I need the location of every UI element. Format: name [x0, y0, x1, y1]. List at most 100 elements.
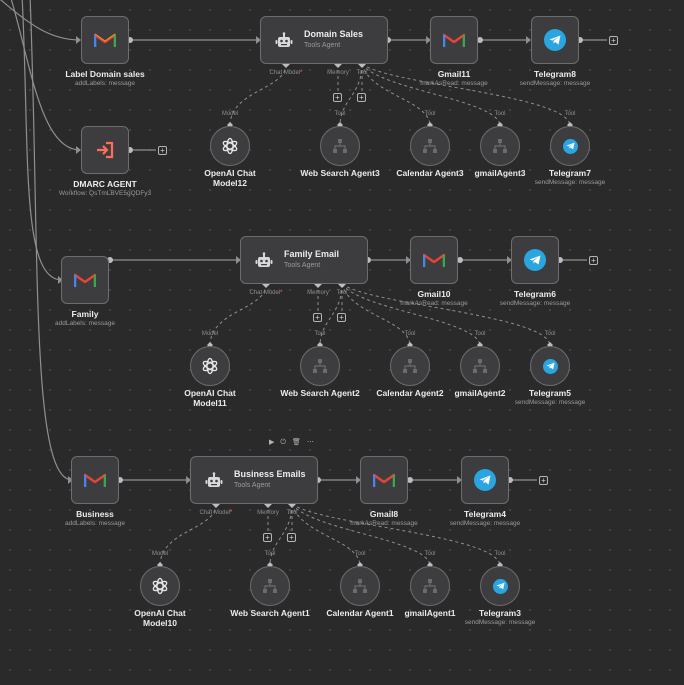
gmail11-caption: Gmail11 markAsRead: message: [420, 69, 488, 87]
openai-chat-model-caption: OpenAI Chat Model12: [204, 168, 256, 188]
tool-port-label: Tool: [494, 551, 506, 557]
openai-chat-model-caption: OpenAI Chat Model10: [134, 608, 186, 628]
calendar-agent-node[interactable]: [390, 346, 430, 386]
web-search-agent-caption: Web Search Agent2: [280, 388, 360, 398]
add-tool-button[interactable]: +: [337, 313, 346, 322]
model-port-label: Model: [201, 331, 219, 337]
openai-chat-model-node[interactable]: [210, 126, 250, 166]
model-port-label: Model: [151, 551, 169, 557]
add-memory-button[interactable]: +: [313, 313, 322, 322]
telegram-icon: [542, 358, 558, 374]
openai-icon: [222, 137, 238, 155]
trash-icon[interactable]: 🗑: [291, 439, 301, 446]
web-search-agent-caption: Web Search Agent3: [300, 168, 380, 178]
gmail-node-business[interactable]: [71, 456, 119, 504]
openai-icon: [202, 357, 218, 375]
gmail-node-family[interactable]: [61, 256, 109, 304]
sub-workflow-icon: [423, 139, 437, 153]
agent-title: Business Emails: [234, 469, 306, 479]
telegram-icon: [492, 578, 508, 594]
sub-workflow-icon: [493, 139, 507, 153]
telegram-tool-node[interactable]: [550, 126, 590, 166]
node-hover-toolbar: ▶ ⏻ 🗑 ⋯: [269, 438, 320, 447]
add-node-button[interactable]: +: [589, 256, 598, 265]
openai-chat-model-caption: OpenAI Chat Model11: [184, 388, 236, 408]
gmail-agent-node[interactable]: [410, 566, 450, 606]
sub-workflow-icon: [353, 579, 367, 593]
web-search-agent-node[interactable]: [320, 126, 360, 166]
add-node-button[interactable]: +: [158, 146, 167, 155]
robot-icon: [205, 472, 223, 487]
tool-port-label: Tool: [564, 111, 576, 117]
telegram-icon: [524, 249, 546, 271]
sub-workflow-icon: [473, 359, 487, 373]
tool-port-label: Tool: [494, 111, 506, 117]
robot-icon: [275, 32, 293, 47]
more-icon[interactable]: ⋯: [306, 439, 314, 446]
telegram-tool-node[interactable]: [480, 566, 520, 606]
add-tool-button[interactable]: +: [357, 93, 366, 102]
tool-port-label: Tool: [264, 551, 276, 557]
web-search-agent-node[interactable]: [250, 566, 290, 606]
chat-model-port-label: Chat Model*: [249, 290, 283, 296]
calendar-agent-node[interactable]: [340, 566, 380, 606]
agent-subtitle: Tools Agent: [234, 482, 271, 489]
sub-workflow-icon: [263, 579, 277, 593]
add-tool-button[interactable]: +: [287, 533, 296, 542]
gmail-agent-node[interactable]: [460, 346, 500, 386]
gmail-icon: [74, 273, 96, 287]
gmail-node-gmail8[interactable]: [360, 456, 408, 504]
tool-port-label: Tool: [544, 331, 556, 337]
gmail-icon: [443, 33, 465, 47]
tool-port-label: Tool: [334, 111, 346, 117]
agent-node-business-emails[interactable]: Business Emails Tools Agent: [190, 456, 318, 504]
gmail-agent-node[interactable]: [480, 126, 520, 166]
tool-port-label: Tool: [474, 331, 486, 337]
tool-port-label: Tool: [314, 331, 326, 337]
calendar-agent-node[interactable]: [410, 126, 450, 166]
gmail-icon: [84, 473, 106, 487]
add-memory-button[interactable]: +: [263, 533, 272, 542]
tool-port-label: Tool: [356, 70, 368, 76]
calendar-agent-caption: Calendar Agent3: [396, 168, 464, 178]
calendar-agent-caption: Calendar Agent1: [326, 608, 394, 618]
gmail10-caption: Gmail10 markAsRead: message: [400, 289, 468, 307]
openai-chat-model-node[interactable]: [190, 346, 230, 386]
telegram8-caption: Telegram8 sendMessage: message: [519, 69, 591, 87]
memory-port-label: Memory: [327, 70, 349, 76]
dmarc-agent-node[interactable]: [81, 126, 129, 174]
business-caption: Business addLabels: message: [65, 509, 125, 527]
telegram-tool-node[interactable]: [530, 346, 570, 386]
openai-chat-model-node[interactable]: [140, 566, 180, 606]
agent-node-domain-sales[interactable]: Domain Sales Tools Agent: [260, 16, 388, 64]
telegram-node-telegram8[interactable]: [531, 16, 579, 64]
add-node-button[interactable]: +: [609, 36, 618, 45]
gmail-agent-caption: gmailAgent2: [454, 388, 506, 398]
telegram-tool-caption: Telegram3 sendMessage: message: [464, 608, 536, 626]
telegram-node-telegram4[interactable]: [461, 456, 509, 504]
telegram-node-telegram6[interactable]: [511, 236, 559, 284]
power-icon[interactable]: ⏻: [280, 439, 286, 446]
model-port-label: Model: [221, 111, 239, 117]
robot-icon: [255, 252, 273, 267]
calendar-agent-caption: Calendar Agent2: [376, 388, 444, 398]
add-node-button[interactable]: +: [539, 476, 548, 485]
sub-workflow-icon: [423, 579, 437, 593]
gmail-node-gmail11[interactable]: [430, 16, 478, 64]
add-memory-button[interactable]: +: [333, 93, 342, 102]
play-icon[interactable]: ▶: [269, 439, 275, 446]
family-caption: Family addLabels: message: [55, 309, 115, 327]
agent-subtitle: Tools Agent: [304, 42, 341, 49]
gmail-icon: [94, 33, 116, 47]
tool-port-label: Tool: [354, 551, 366, 557]
telegram-tool-caption: Telegram7 sendMessage: message: [534, 168, 606, 186]
web-search-agent-node[interactable]: [300, 346, 340, 386]
gmail-icon: [373, 473, 395, 487]
gmail-node-gmail10[interactable]: [410, 236, 458, 284]
gmail-icon: [423, 253, 445, 267]
agent-node-family-email[interactable]: Family Email Tools Agent: [240, 236, 368, 284]
telegram-icon: [544, 29, 566, 51]
telegram6-caption: Telegram6 sendMessage: message: [499, 289, 571, 307]
agent-title: Domain Sales: [304, 29, 364, 39]
gmail-node-label-domain-sales[interactable]: [81, 16, 129, 64]
